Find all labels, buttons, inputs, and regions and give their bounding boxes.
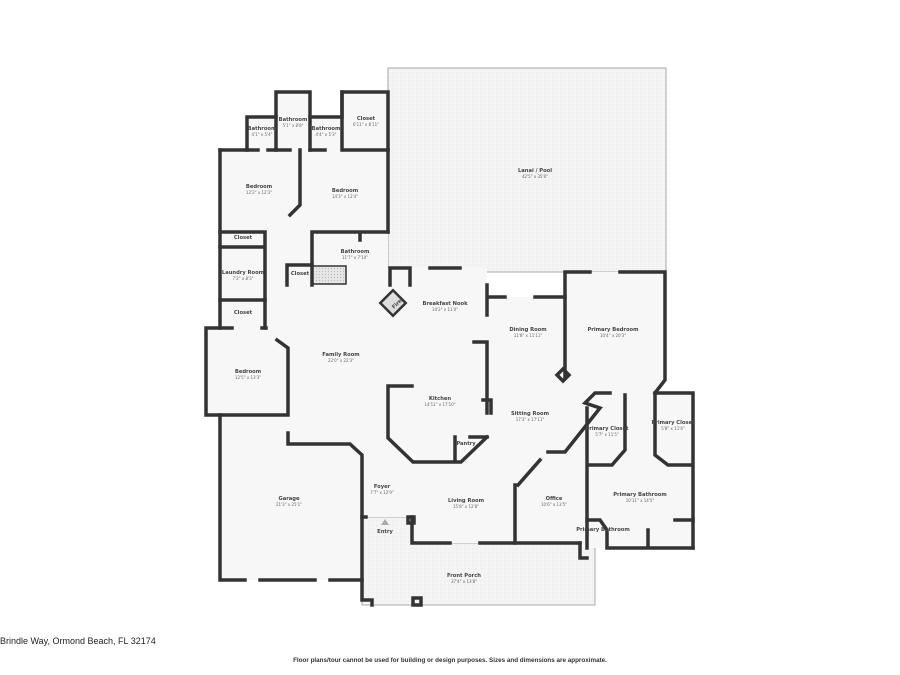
fireplace	[378, 288, 408, 318]
room-name: Closet	[234, 310, 253, 316]
room-name: Primary Bathroom	[613, 492, 667, 498]
room-dimensions: 12'5" x 13'3"	[235, 375, 261, 380]
walls	[204, 90, 695, 607]
room-name: Primary Closet	[585, 426, 629, 432]
room-dimensions: 6'11" x 8'11"	[353, 122, 379, 127]
room-name: Primary Bedroom	[587, 327, 638, 333]
room-name: Bathroom	[341, 249, 370, 255]
room-name: Family Room	[322, 352, 359, 358]
room-dimensions: 15'8" x 12'8"	[453, 504, 479, 509]
room-name: Primary Bathroom	[576, 527, 630, 533]
room-dimensions: 17'3" x 17'11"	[516, 417, 545, 422]
room-name: Primary Closet	[651, 420, 695, 426]
property-address: Brindle Way, Ormond Beach, FL 32174	[0, 636, 156, 646]
room-dimensions: 12'2" x 12'3"	[246, 190, 272, 195]
room-name: Kitchen	[429, 396, 452, 402]
room-name: Bathroom	[312, 126, 341, 132]
room-dimensions: 5'8" x 11'6"	[661, 426, 685, 431]
room-name: Front Porch	[447, 573, 481, 579]
room-dimensions: 14'2" x 11'0"	[432, 307, 458, 312]
room-dimensions: 14'3" x 12'4"	[332, 194, 358, 199]
interior-floor	[206, 92, 693, 580]
room-dimensions: 21'3" x 25'1"	[276, 502, 302, 507]
room-dimensions: 11'7" x 7'10"	[342, 255, 368, 260]
room-name: Bedroom	[235, 369, 261, 375]
room-dimensions: 5'1" x 8'8"	[283, 123, 304, 128]
room-dimensions: 7'2" x 8'3"	[233, 276, 254, 281]
room-dimensions: 10'6" x 13'5"	[541, 502, 567, 507]
entry-arrow-icon	[381, 519, 389, 525]
room-dimensions: 5'7" x 11'5"	[595, 432, 619, 437]
room-dimensions: 4'1" x 5'4"	[252, 132, 273, 137]
lanai-area	[387, 67, 667, 273]
room-dimensions: 14'11" x 17'10"	[424, 402, 455, 407]
room-name: Bathroom	[248, 126, 277, 132]
room-name: Laundry Room	[222, 270, 264, 276]
room-dimensions: 7'7" x 12'9"	[370, 490, 394, 495]
room-name: Office	[546, 496, 563, 502]
room-name: Entry	[377, 529, 393, 535]
room-name: Closet	[291, 271, 310, 277]
room-name: Dining Room	[509, 327, 546, 333]
room-name: Closet	[357, 116, 376, 122]
room-name: Breakfast Nook	[422, 301, 468, 307]
room-dimensions: 11'8" x 11'11"	[514, 333, 543, 338]
room-name: Living Room	[448, 498, 484, 504]
room-name: Lanai / Pool	[518, 168, 552, 174]
room-name: Bathroom	[279, 117, 308, 123]
room-name: Foyer	[374, 484, 391, 490]
room-name: Bedroom	[246, 184, 272, 190]
room-dimensions: 4'4" x 5'3"	[316, 132, 337, 137]
room-name: Pantry	[456, 441, 476, 447]
bathtub	[312, 265, 347, 285]
room-dimensions: 37'4" x 13'8"	[451, 579, 477, 584]
room-dimensions: 42'5" x 35'0"	[522, 174, 548, 179]
disclaimer: Floor plans/tour cannot be used for buil…	[293, 657, 607, 664]
room-dimensions: 22'0" x 22'3"	[328, 358, 354, 363]
room-name: Bedroom	[332, 188, 358, 194]
room-name: Closet	[234, 235, 253, 241]
room-name: Sitting Room	[511, 411, 549, 417]
room-name: Garage	[278, 496, 300, 502]
room-dimensions: 10'4" x 20'3"	[600, 333, 626, 338]
room-dimensions: 10'11" x 14'5"	[626, 498, 655, 503]
